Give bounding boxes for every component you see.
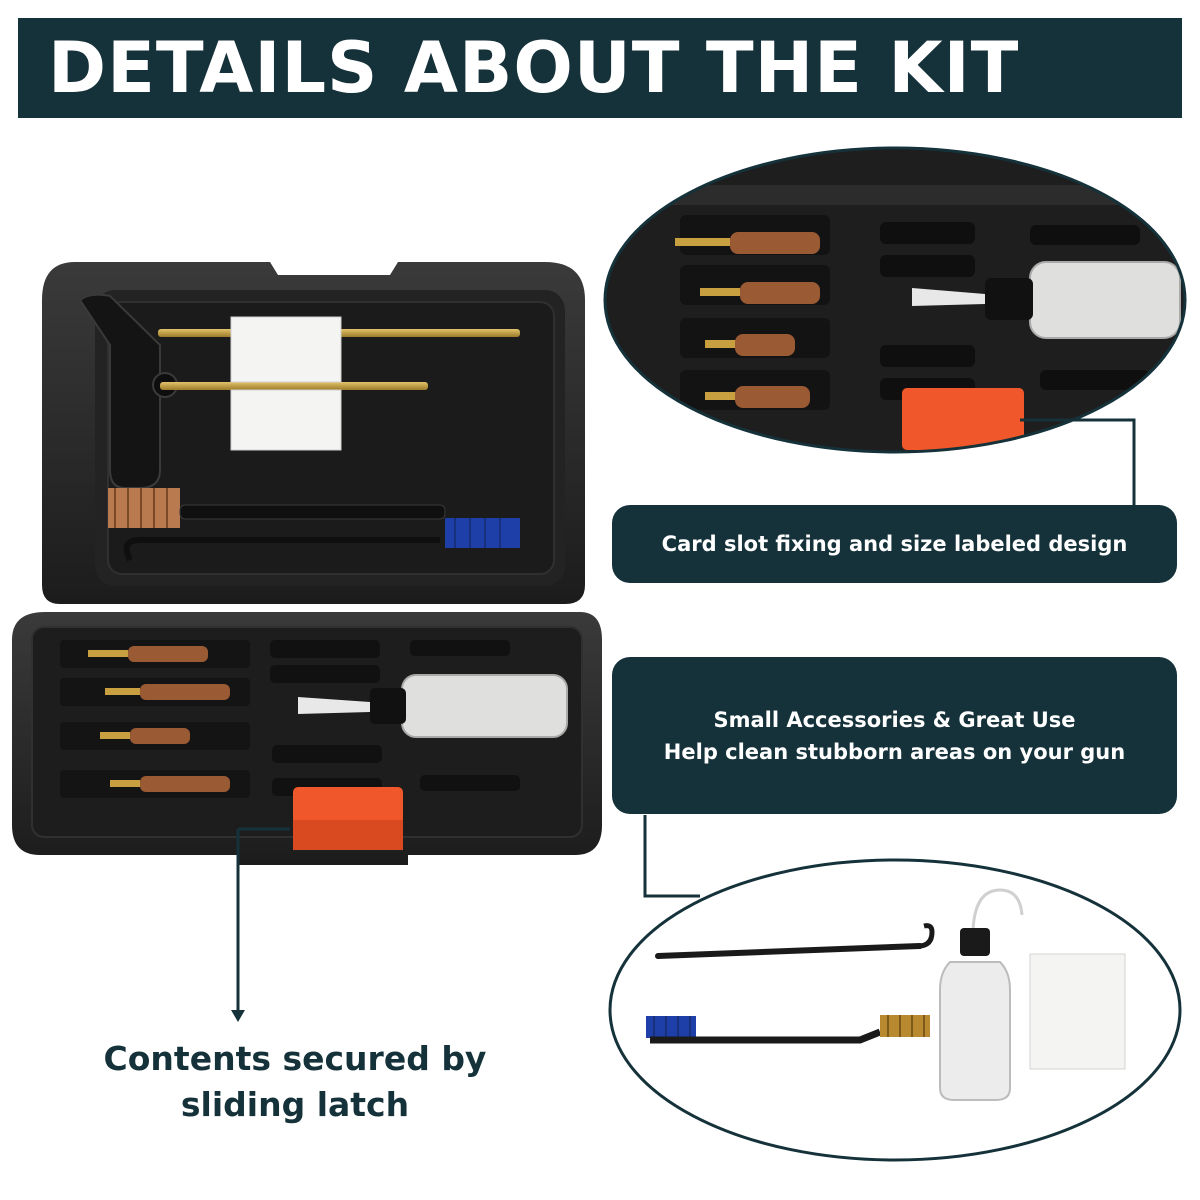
oil-bottle-icon [298,674,568,738]
title-banner: DETAILS ABOUT THE KIT [18,18,1182,118]
latch-caption-line2: sliding latch [180,1085,410,1124]
latch-callout-arrow [231,827,290,1022]
nylon-bristle-icon [445,518,520,548]
callout-1-connector [1020,418,1136,505]
double-end-brush-icon [646,1015,930,1044]
sliding-latch-icon [293,787,403,850]
oil-bottle-icon [939,888,1024,1101]
callout-accessories: Small Accessories & Great Use Help clean… [612,657,1177,814]
bronze-bristle-icon [108,488,180,528]
callout-accessories-line2: Help clean stubborn areas on your gun [663,739,1126,764]
callout-card-slot-text: Card slot fixing and size labeled design [661,532,1128,556]
cleaning-kit-case-icon [42,262,585,604]
callout-accessories-line1: Small Accessories & Great Use [713,707,1076,732]
latch-caption: Contents secured by sliding latch [60,1036,530,1128]
latch-caption-line1: Contents secured by [103,1039,487,1078]
bronze-bore-brush-icon [60,640,250,798]
cleaning-patch-icon [230,316,342,451]
cleaning-patch-icon [1029,953,1126,1070]
callout-card-slot: Card slot fixing and size labeled design [612,505,1177,583]
callout-2-connector [643,815,700,898]
zoom-oval-top [603,146,1187,454]
page-title: DETAILS ABOUT THE KIT [48,27,1020,109]
case-base-icon [12,612,602,865]
zoom-oval-bottom [608,858,1182,1162]
pick-tool-icon [655,923,935,959]
